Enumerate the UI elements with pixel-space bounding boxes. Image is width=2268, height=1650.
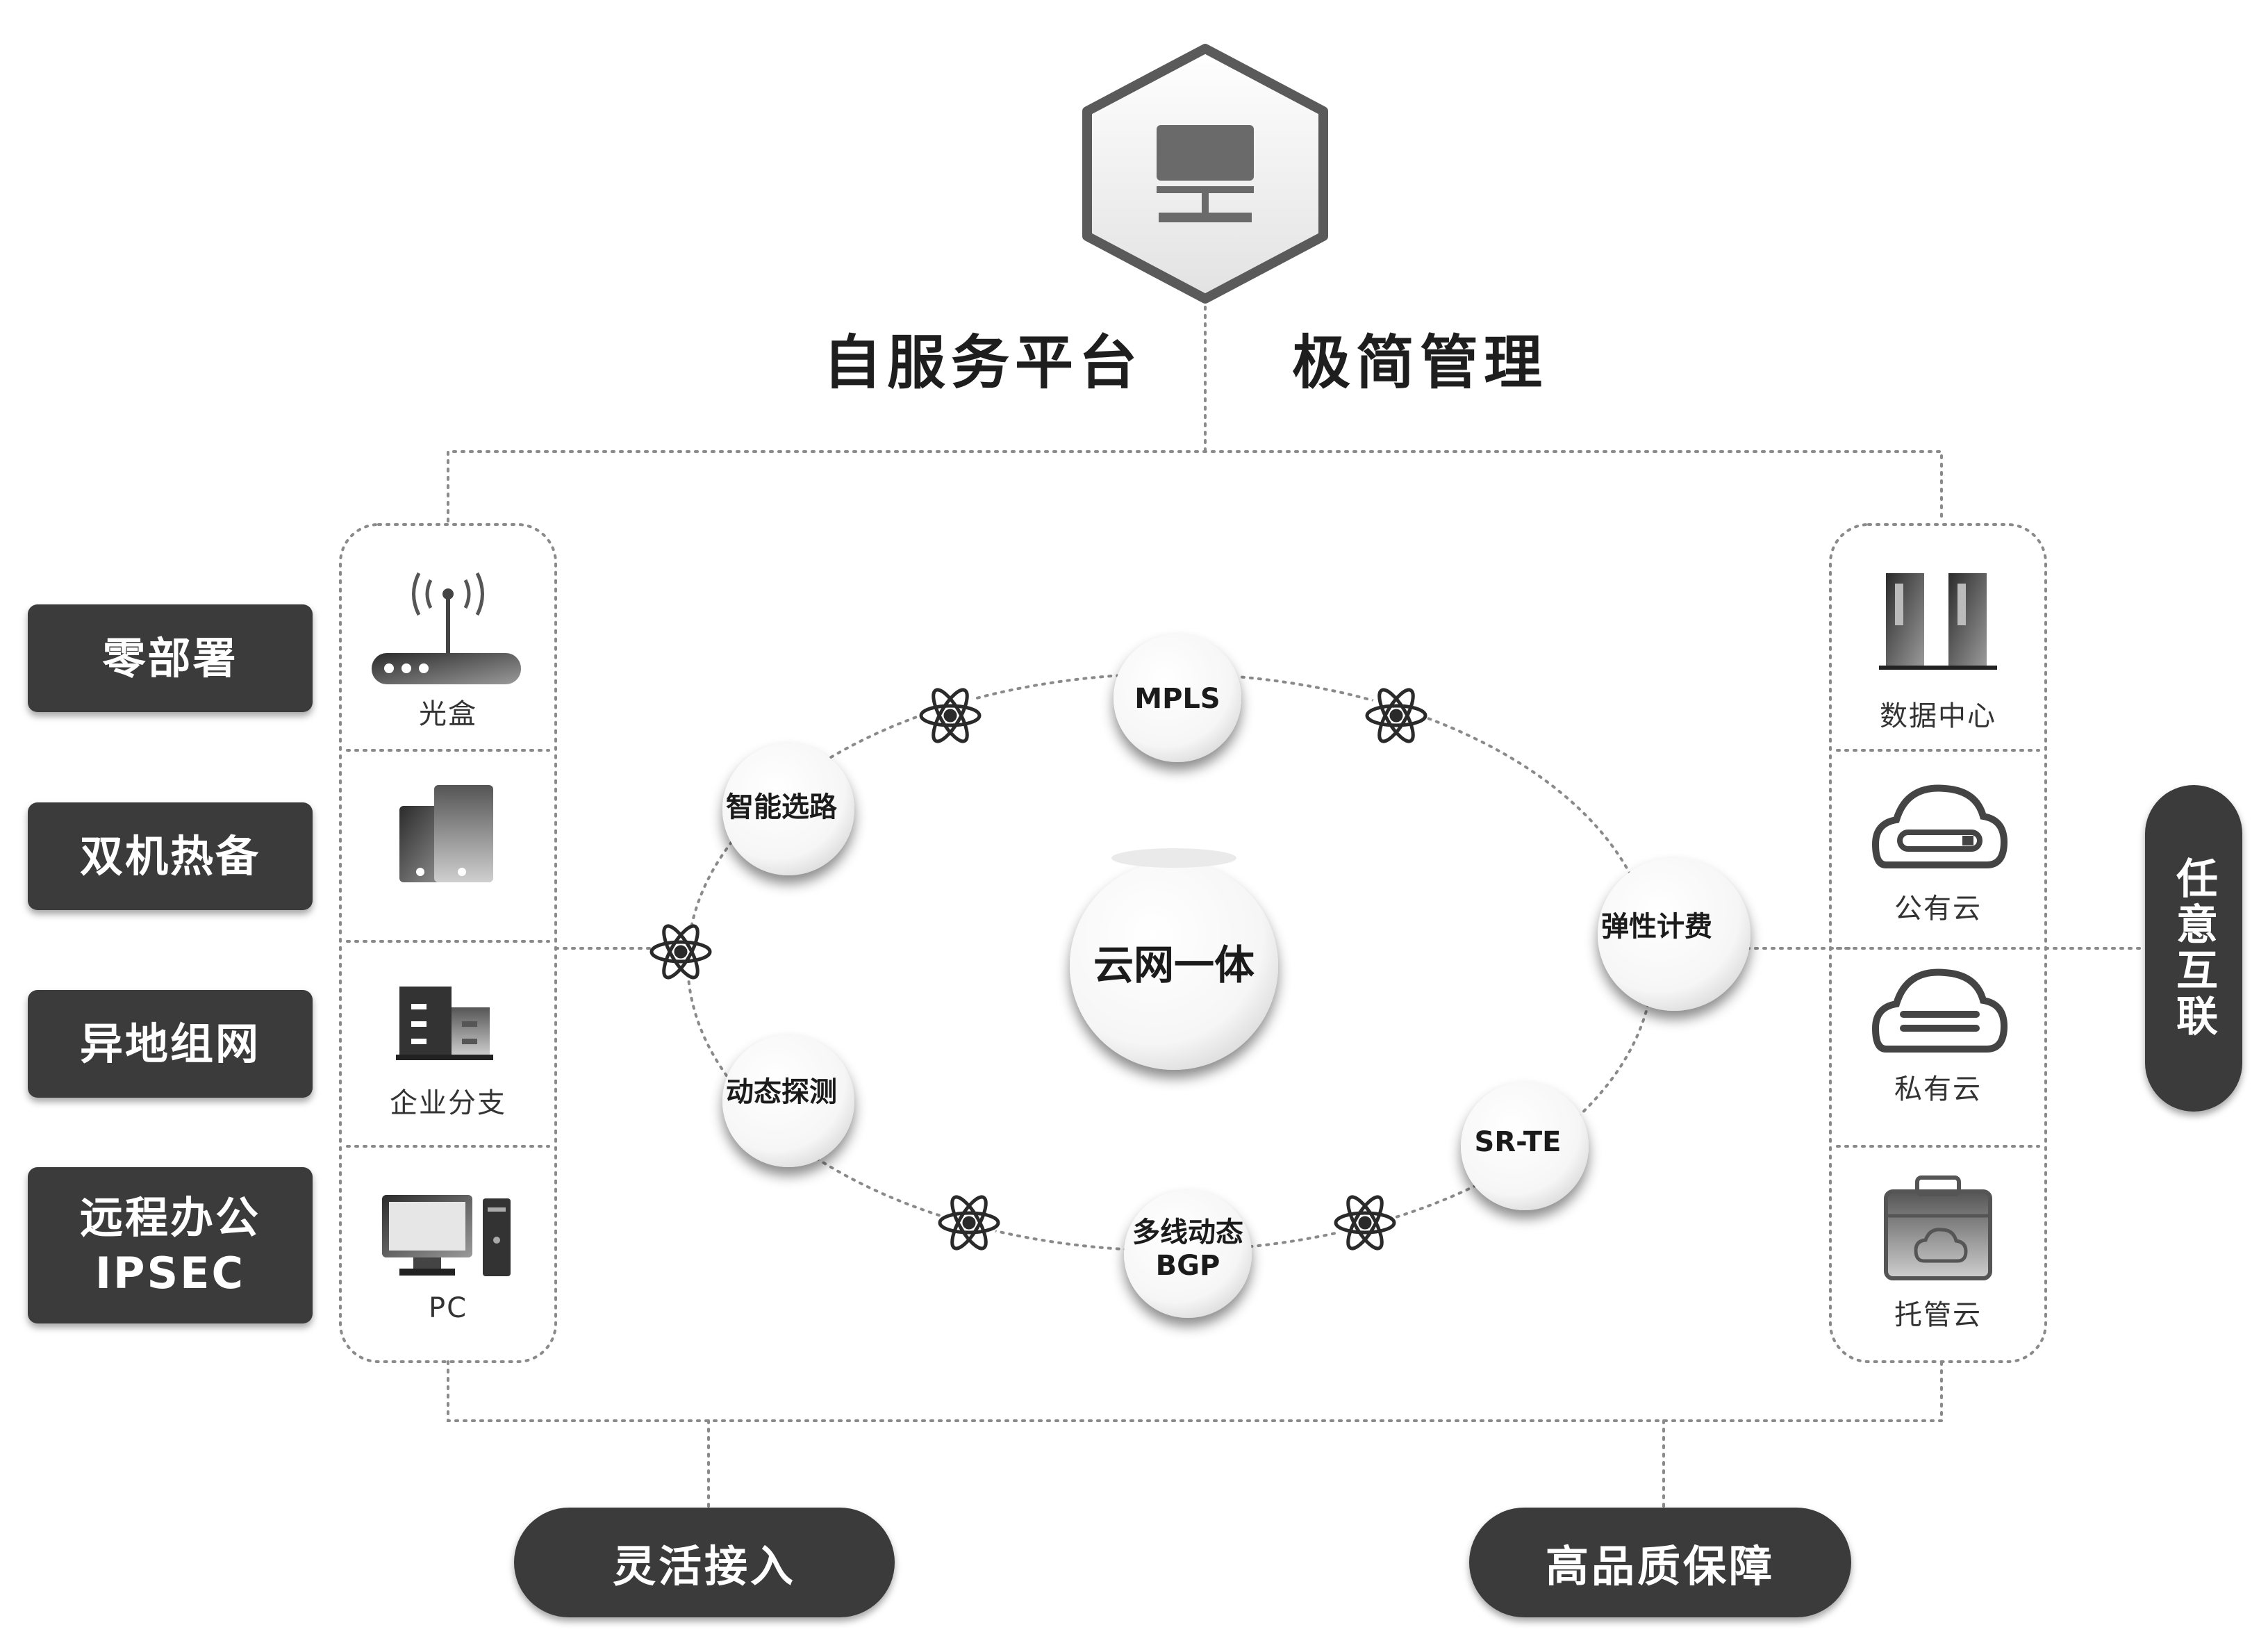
cloud-icon — [1871, 968, 2008, 1053]
device-label-pc: PC — [428, 1292, 468, 1324]
feature-remote-networking: 异地组网 — [28, 990, 313, 1098]
badge-label: 任意互联 — [2169, 857, 2218, 1040]
pc-icon — [382, 1195, 511, 1276]
cloud-icon — [1871, 784, 2008, 868]
feature-label: 异地组网 — [79, 1018, 260, 1069]
node-ball-elastic-billing — [1598, 858, 1750, 1011]
node-ball-bgp — [1124, 1190, 1252, 1318]
node-label-srte: SR-TE — [1474, 1126, 1562, 1158]
center-label: 云网一体 — [1093, 941, 1255, 989]
ring-node-balls — [722, 634, 1750, 1318]
badge-any-interconnect: 任意互联 — [2145, 785, 2242, 1112]
server-rack-icon — [1879, 573, 1997, 670]
device-label-branch: 企业分支 — [390, 1087, 506, 1119]
mobile-devices-icon — [399, 785, 493, 882]
pill-label: 灵活接入 — [612, 1541, 796, 1592]
node-label-bgp: BGP — [1155, 1250, 1220, 1282]
center-glow — [1111, 848, 1236, 868]
device-label-public-cloud: 公有云 — [1894, 893, 1982, 925]
node-label-elastic-billing: 弹性计费 — [1601, 911, 1712, 943]
node-ball-dynamic-probe — [722, 1035, 854, 1167]
atom-icon — [919, 688, 982, 743]
pill-flexible-access: 灵活接入 — [514, 1508, 895, 1617]
device-label-hosted-cloud: 托管云 — [1894, 1299, 1982, 1331]
monitor-icon — [1157, 125, 1254, 222]
node-ball-smart-routing — [722, 743, 854, 875]
feature-dual-hot-standby: 双机热备 — [28, 802, 313, 910]
node-ball-srte — [1461, 1082, 1589, 1210]
atom-icons — [649, 688, 1427, 1251]
feature-zero-deploy: 零部署 — [28, 604, 313, 712]
node-label-dynamic-probe: 动态探测 — [726, 1076, 837, 1108]
device-label-private-cloud: 私有云 — [1894, 1073, 1982, 1105]
right-device-panel — [1829, 523, 2047, 1363]
device-label-data-center: 数据中心 — [1880, 700, 1996, 732]
feature-remote-office-ipsec: 远程办公 IPSEC — [28, 1167, 313, 1323]
device-label-optical-box: 光盒 — [419, 698, 477, 730]
router-icon — [372, 572, 521, 684]
title-self-service-platform: 自服务平台 — [823, 329, 1143, 397]
pill-high-quality: 高品质保障 — [1469, 1508, 1851, 1617]
node-ball-mpls — [1114, 634, 1241, 762]
feature-label: 远程办公 — [79, 1191, 260, 1243]
atom-icon — [1365, 688, 1427, 743]
platform-hexagon — [1082, 44, 1328, 304]
left-device-panel — [339, 523, 557, 1363]
pill-label: 高品质保障 — [1545, 1541, 1775, 1592]
title-minimal-management: 极简管理 — [1292, 329, 1548, 397]
center-ball — [1070, 861, 1278, 1070]
node-label-mpls: MPLS — [1134, 683, 1220, 715]
feature-label-ipsec: IPSEC — [94, 1247, 245, 1298]
atom-icon — [649, 924, 712, 980]
building-icon — [396, 987, 493, 1060]
node-label-multiline-bgp: 多线动态 BGP — [1101, 1216, 1275, 1282]
atom-icon — [938, 1195, 1000, 1251]
cloud-case-icon — [1884, 1175, 1992, 1280]
atom-icon — [1334, 1195, 1396, 1251]
node-label-multiline: 多线动态 — [1132, 1216, 1243, 1248]
node-label-smart-routing: 智能选路 — [726, 791, 837, 823]
feature-label: 双机热备 — [79, 830, 260, 882]
feature-label: 零部署 — [102, 632, 238, 684]
